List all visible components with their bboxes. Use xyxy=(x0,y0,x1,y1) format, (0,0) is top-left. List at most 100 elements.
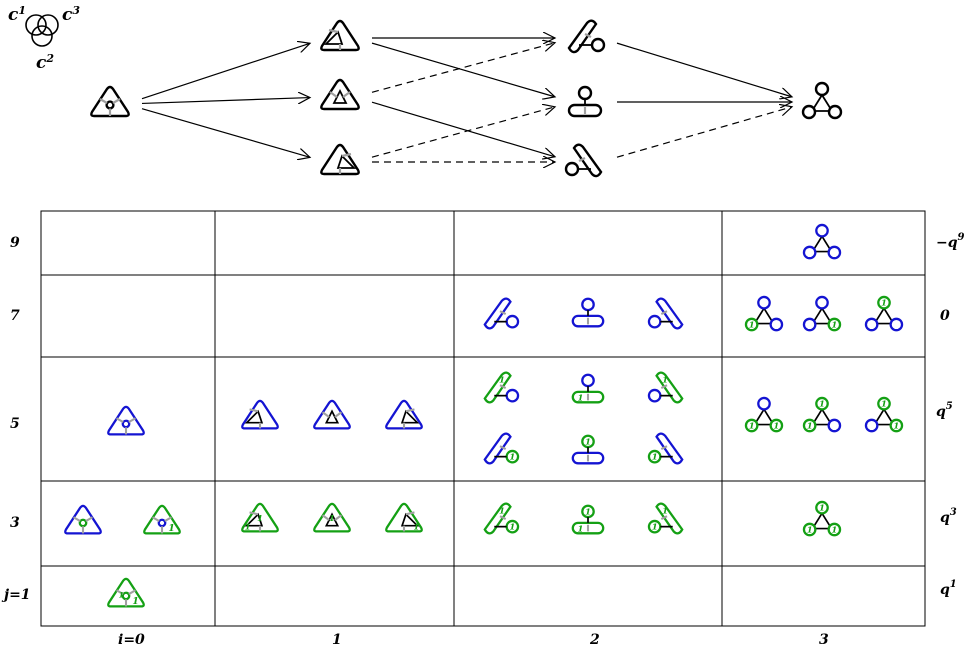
v-plus-mark: 1 xyxy=(807,421,813,431)
row-label-j7: 7 xyxy=(10,308,20,324)
right-label-row9: −q9 xyxy=(936,232,965,251)
grid-state-101-15: 1 xyxy=(571,434,605,465)
grid-state-101-26: 11 xyxy=(571,504,605,535)
grid-state-010-9 xyxy=(313,399,351,430)
crossing-label-c3: c3 xyxy=(62,4,80,25)
grid-state-011-27: 11 xyxy=(647,502,684,535)
cube-state-000 xyxy=(90,85,130,118)
grid-state-111-6: 1 xyxy=(864,295,904,332)
right-label-row1: q1 xyxy=(940,579,957,598)
v-plus-mark: 1 xyxy=(652,523,658,533)
v-plus-mark: 1 xyxy=(168,523,175,534)
v-plus-mark: 1 xyxy=(749,320,755,330)
v-plus-mark: 1 xyxy=(499,506,505,516)
grid-state-111-28: 1 1 1 xyxy=(802,500,842,537)
cube-edge-000-100 xyxy=(141,43,310,100)
v-plus-mark: 1 xyxy=(413,523,419,533)
v-plus-mark: 1 xyxy=(831,320,837,330)
grid-state-001-24: 1 xyxy=(385,502,423,533)
v-plus-mark: 1 xyxy=(499,375,505,385)
v-plus-mark: 1 xyxy=(119,591,124,600)
homology-grid xyxy=(40,210,926,627)
right-label-row5: q5 xyxy=(936,401,953,420)
cube-edge-110-111 xyxy=(616,42,792,97)
v-plus-mark: 1 xyxy=(329,514,335,524)
v-plus-mark: 1 xyxy=(245,523,251,533)
row-label-j1: j=1 xyxy=(1,587,31,603)
grid-state-111-19: 11 xyxy=(864,396,904,433)
v-plus-mark: 1 xyxy=(585,507,591,517)
cube-state-110 xyxy=(567,19,606,54)
v-plus-mark: 1 xyxy=(577,525,583,535)
grid-state-000-7 xyxy=(107,405,145,436)
grid-state-101-2 xyxy=(571,297,605,328)
col-label-i3: 3 xyxy=(819,632,829,648)
v-plus-mark: 1 xyxy=(881,299,887,309)
cube-state-111 xyxy=(801,81,843,120)
cube-state-100 xyxy=(320,19,360,52)
grid-state-101-12: 1 xyxy=(571,373,605,404)
grid-state-000-20 xyxy=(64,504,102,535)
v-plus-mark: 1 xyxy=(807,525,813,535)
grid-state-111-4: 1 xyxy=(744,295,784,332)
v-plus-mark: 1 xyxy=(893,421,899,431)
v-plus-mark: 1 xyxy=(509,523,515,533)
grid-state-011-3 xyxy=(647,297,684,330)
grid-state-110-25: 11 xyxy=(483,502,520,535)
crossing-label-c2: c2 xyxy=(36,52,54,73)
grid-state-000-29: 11 xyxy=(107,577,145,608)
v-plus-mark: 1 xyxy=(749,421,755,431)
grid-state-001-10 xyxy=(385,399,423,430)
grid-state-110-14: 1 xyxy=(483,432,520,465)
v-plus-mark: 1 xyxy=(831,525,837,535)
v-plus-mark: 1 xyxy=(585,437,591,447)
grid-state-011-16: 1 xyxy=(647,432,684,465)
grid-state-010-23: 1 xyxy=(313,502,351,533)
right-label-row7: 0 xyxy=(940,308,950,324)
grid-state-110-11: 1 xyxy=(483,371,520,404)
v-plus-mark: 1 xyxy=(819,400,825,410)
v-plus-mark: 1 xyxy=(773,421,779,431)
v-plus-mark: 1 xyxy=(819,504,825,514)
grid-state-111-0 xyxy=(802,223,842,260)
cube-state-001 xyxy=(320,143,360,176)
v-plus-mark: 1 xyxy=(577,394,583,404)
cube-state-101 xyxy=(567,85,603,118)
cube-edge-011-111 xyxy=(616,107,792,158)
v-plus-mark: 1 xyxy=(257,514,263,524)
cube-edge-000-010 xyxy=(141,98,310,105)
cube-edge-010-011 xyxy=(371,101,555,157)
col-label-i2: 2 xyxy=(589,632,600,648)
v-plus-mark: 1 xyxy=(132,596,139,607)
v-plus-mark: 1 xyxy=(662,506,668,516)
grid-state-100-22: 11 xyxy=(241,502,279,533)
cube-state-010 xyxy=(320,78,360,111)
grid-state-110-1 xyxy=(483,297,520,330)
cube-edge-100-101 xyxy=(371,42,555,97)
trefoil-knot-icon xyxy=(25,14,59,47)
row-label-j3: 3 xyxy=(10,515,20,531)
col-label-i0: i=0 xyxy=(118,632,145,648)
cube-edge-000-001 xyxy=(141,108,310,158)
v-plus-mark: 1 xyxy=(662,375,668,385)
grid-state-100-8 xyxy=(241,399,279,430)
grid-state-011-13: 1 xyxy=(647,371,684,404)
cube-edge-010-110 xyxy=(371,43,555,93)
crossing-label-c1: c1 xyxy=(8,4,26,25)
right-label-row3: q3 xyxy=(940,507,957,526)
cube-state-011 xyxy=(564,143,603,178)
v-plus-mark: 1 xyxy=(652,453,658,463)
v-plus-mark: 1 xyxy=(509,453,515,463)
grid-state-111-5: 1 xyxy=(802,295,842,332)
cube-edge-001-101 xyxy=(371,107,555,158)
grid-state-111-18: 11 xyxy=(802,396,842,433)
grid-state-000-21: 1 xyxy=(143,504,181,535)
row-label-j9: 9 xyxy=(10,235,20,251)
v-plus-mark: 1 xyxy=(881,400,887,410)
cube-of-resolutions xyxy=(141,38,792,162)
row-label-j5: 5 xyxy=(10,416,20,432)
col-label-i1: 1 xyxy=(332,632,342,648)
